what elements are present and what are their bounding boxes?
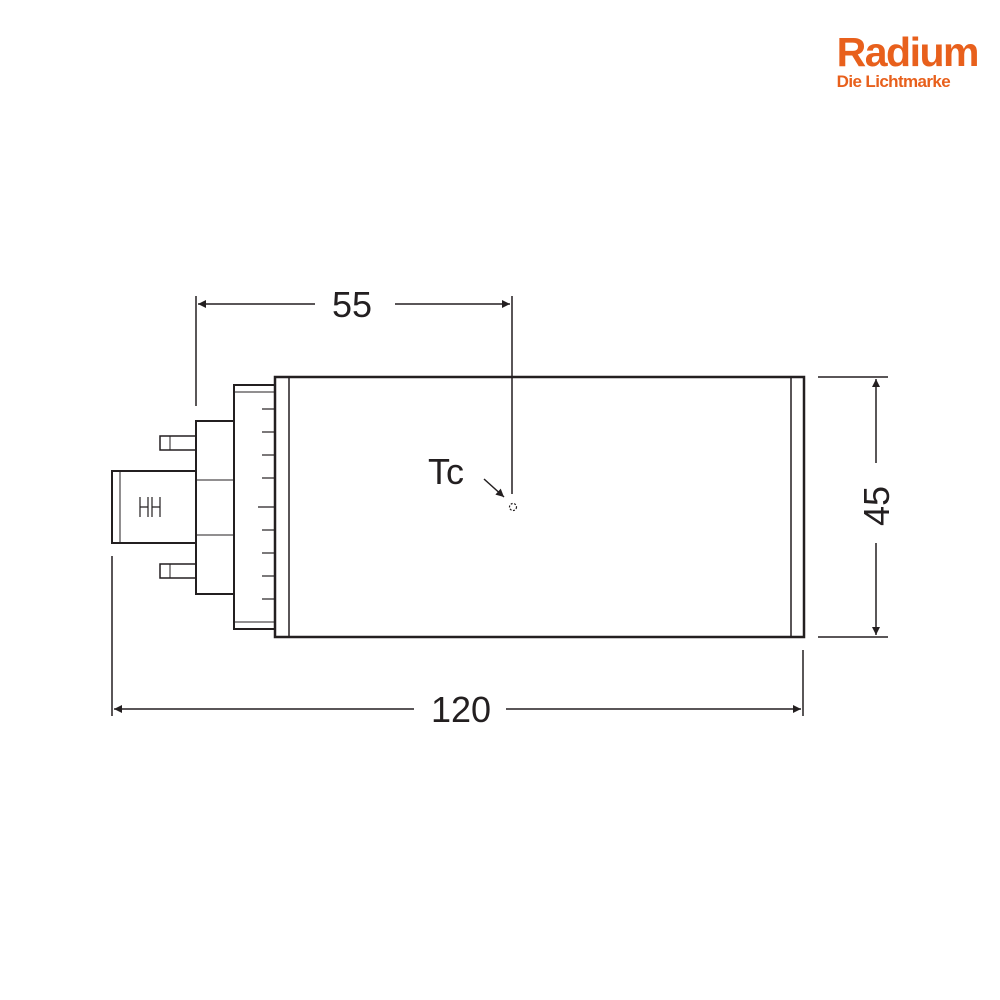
brand-logo: Radium Die Lichtmarke <box>836 29 980 91</box>
dimension-tc-offset: 55 <box>195 284 513 494</box>
tc-point <box>508 502 518 512</box>
dimension-length: 120 <box>111 556 804 730</box>
lamp-body <box>273 375 806 639</box>
lamp-pins <box>159 435 197 579</box>
lamp-socket <box>195 420 235 595</box>
dimension-height: 45 <box>818 376 897 638</box>
dimension-height-label: 45 <box>856 486 897 526</box>
dimension-length-label: 120 <box>431 689 491 730</box>
tc-marker: Tc <box>428 451 518 512</box>
lamp-base-collar <box>233 384 275 630</box>
lamp-key-tab <box>111 470 197 544</box>
tc-label: Tc <box>428 451 464 492</box>
brand-tagline: Die Lichtmarke <box>836 72 951 91</box>
brand-name: Radium <box>836 29 980 75</box>
dimension-tc-offset-label: 55 <box>332 284 372 325</box>
